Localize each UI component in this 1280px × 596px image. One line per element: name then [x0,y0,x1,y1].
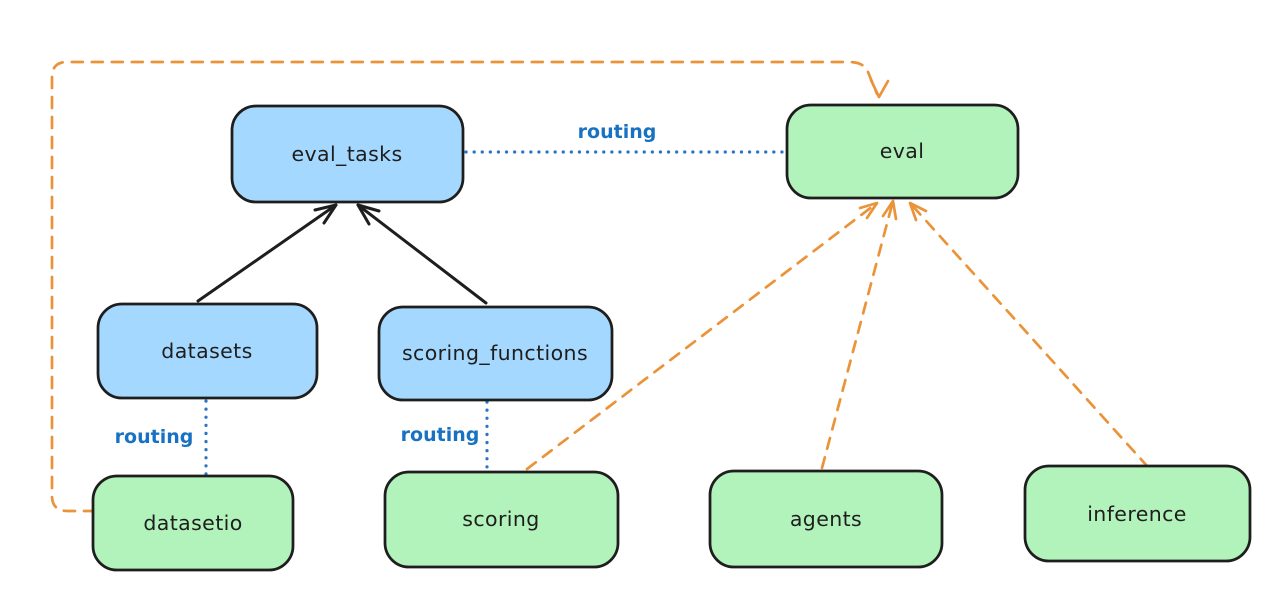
node-datasetio: datasetio [91,474,295,572]
arrowhead-datasetio-eval [869,78,890,99]
arrowhead-agents-eval [881,199,898,221]
node-datasets-box [96,302,319,400]
edge-datasets-eval-tasks [196,203,338,303]
node-agents-label: agents [790,507,862,531]
edge-label-routing-datasets-datasetio: routing [115,426,194,448]
node-agents: agents [708,469,944,569]
arrowhead-inference-eval [908,201,928,222]
node-datasets-label: datasets [161,339,252,363]
node-scoring-box [383,470,620,569]
arrowhead-scoring-eval [858,201,879,220]
node-agents-box [708,469,944,569]
node-inference-label: inference [1087,502,1187,526]
node-datasetio-box [91,474,295,572]
node-inference: inference [1023,464,1252,563]
edge-label-routing-scoring-functions-scoring: routing [401,424,480,446]
node-scoring-functions-box [377,305,614,402]
node-eval-box [785,103,1020,200]
node-scoring-label: scoring [462,507,539,531]
node-eval-tasks: eval_tasks [230,104,465,204]
edge-scoring-functions-eval-tasks [356,203,488,305]
edge-scoring-eval [525,201,879,471]
edge-label-routing-eval-tasks-eval: routing [578,121,657,143]
node-scoring: scoring [383,470,620,569]
edge-datasetio-eval [50,60,879,513]
node-scoring-functions: scoring_functions [377,305,614,402]
node-eval-tasks-label: eval_tasks [291,142,402,167]
node-scoring-functions-label: scoring_functions [402,341,588,366]
node-inference-box [1023,464,1252,563]
arrowhead-datasets-eval-tasks [313,203,338,225]
node-eval-label: eval [880,139,925,163]
arrowhead-scoring-functions-eval-tasks [356,203,381,226]
node-datasets: datasets [96,302,319,400]
node-datasetio-label: datasetio [143,511,242,535]
edge-agents-eval [820,199,895,470]
edge-inference-eval [908,201,1150,469]
node-eval-tasks-box [230,104,465,204]
node-eval: eval [785,103,1020,200]
